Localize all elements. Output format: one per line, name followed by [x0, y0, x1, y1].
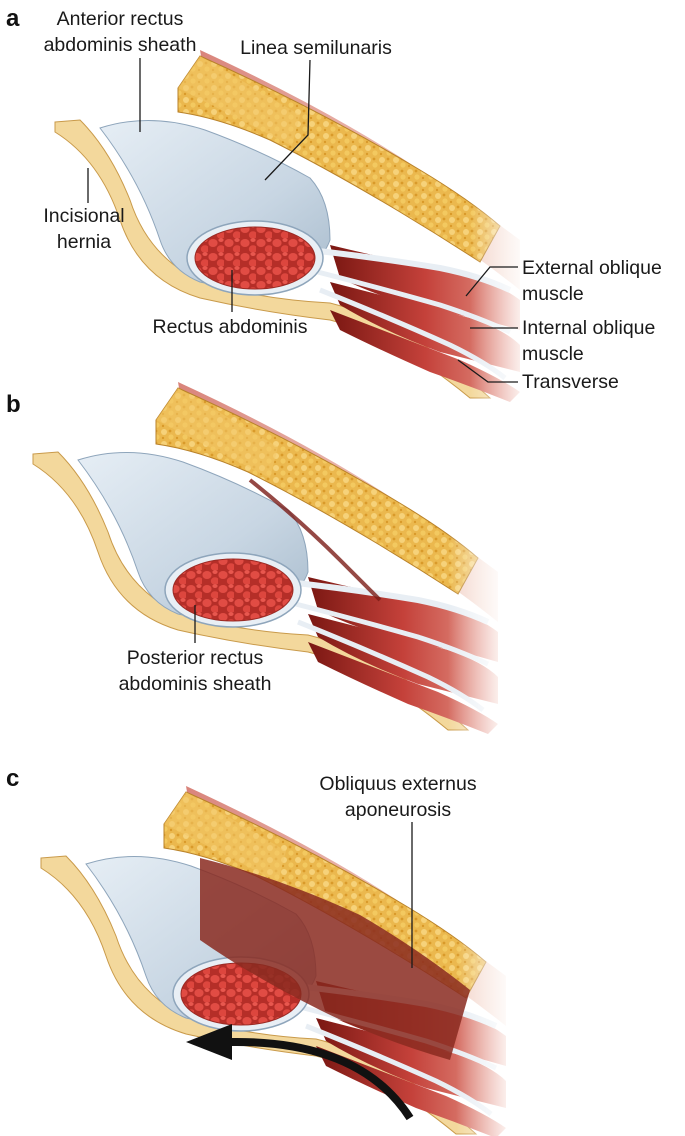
panel-b: b Posterior rectus abdominis sheath: [6, 382, 508, 742]
leader-external-oblique: [465, 266, 518, 297]
label-obliquus-externus-2: aponeurosis: [345, 799, 451, 821]
label-obliquus-externus-1: Obliquus externus: [319, 773, 476, 795]
panel-letter-a: a: [6, 5, 20, 32]
label-incisional-hernia-1: Incisional: [43, 205, 124, 227]
label-linea-semilunaris: Linea semilunaris: [240, 37, 392, 59]
label-anterior-sheath-2: abdominis sheath: [44, 34, 197, 56]
advancement-arrow: [229, 1037, 414, 1121]
label-external-oblique-2: muscle: [522, 283, 584, 305]
advancement-arrow-head: [186, 1024, 232, 1060]
label-posterior-sheath-2: abdominis sheath: [119, 673, 272, 695]
label-anterior-sheath-1: Anterior rectus: [57, 8, 184, 30]
panel-a: a Anterior rectus abdominis sheath Linea…: [6, 5, 662, 410]
released-muscle-flap: [200, 858, 470, 1060]
incision-gap-b: [248, 478, 382, 602]
panel-letter-b: b: [6, 391, 21, 418]
label-rectus-abdominis: Rectus abdominis: [153, 316, 308, 338]
label-internal-oblique-1: Internal oblique: [522, 317, 655, 339]
label-internal-oblique-2: muscle: [522, 343, 584, 365]
panel-letter-c: c: [6, 765, 19, 792]
panel-c: c Obliquus externus aponeurosis: [6, 765, 516, 1136]
leader-transverse: [457, 359, 518, 383]
anatomy-illustration-a: [55, 50, 530, 410]
label-incisional-hernia-2: hernia: [57, 231, 111, 253]
label-transverse: Transverse: [522, 371, 619, 393]
label-external-oblique-1: External oblique: [522, 257, 662, 279]
leader-linea-semilunaris: [264, 59, 311, 181]
label-posterior-sheath-1: Posterior rectus: [127, 647, 264, 669]
